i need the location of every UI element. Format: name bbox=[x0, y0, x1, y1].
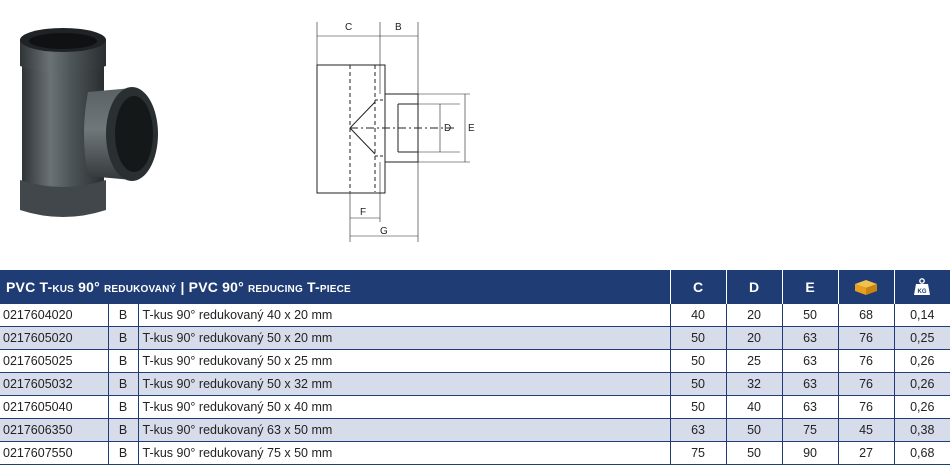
cell-c: 75 bbox=[670, 441, 727, 465]
cell-group: B bbox=[108, 304, 139, 327]
cell-e: 75 bbox=[782, 418, 839, 442]
cell-kg: 0,26 bbox=[894, 395, 950, 419]
dim-label-e: E bbox=[468, 123, 475, 134]
cell-kg: 0,26 bbox=[894, 372, 950, 396]
cell-qty: 45 bbox=[838, 418, 895, 442]
cell-group: B bbox=[108, 441, 139, 465]
cell-group: B bbox=[108, 372, 139, 396]
dim-label-c: C bbox=[345, 22, 352, 33]
weight-icon: KG bbox=[914, 278, 931, 295]
cell-c: 50 bbox=[670, 372, 727, 396]
cell-desc: T-kus 90° redukovaný 75 x 50 mm bbox=[138, 441, 671, 465]
cell-qty: 68 bbox=[838, 304, 895, 327]
dim-label-g: G bbox=[380, 226, 388, 237]
cell-desc: T-kus 90° redukovaný 63 x 50 mm bbox=[138, 418, 671, 442]
product-photo bbox=[20, 28, 158, 217]
cell-group: B bbox=[108, 395, 139, 419]
cell-qty: 76 bbox=[838, 395, 895, 419]
cell-e: 63 bbox=[782, 349, 839, 373]
dim-label-f: F bbox=[360, 207, 366, 218]
cell-d: 20 bbox=[726, 304, 783, 327]
title-en: PVC 90° reducing T-piece bbox=[188, 279, 351, 295]
cell-kg: 0,14 bbox=[894, 304, 950, 327]
cell-e: 63 bbox=[782, 326, 839, 350]
table-row: 0217605020 B T-kus 90° redukovaný 50 x 2… bbox=[0, 326, 950, 350]
col-header-weight: KG bbox=[894, 270, 950, 304]
cell-code: 0217605040 bbox=[0, 395, 109, 419]
cell-c: 50 bbox=[670, 395, 727, 419]
table-row: 0217607550 B T-kus 90° redukovaný 75 x 5… bbox=[0, 441, 950, 465]
table-row: 0217605025 B T-kus 90° redukovaný 50 x 2… bbox=[0, 349, 950, 373]
cell-kg: 0,68 bbox=[894, 441, 950, 465]
cell-desc: T-kus 90° redukovaný 40 x 20 mm bbox=[138, 304, 671, 327]
technical-drawing: C B D E F G bbox=[316, 22, 475, 242]
cell-c: 40 bbox=[670, 304, 727, 327]
cell-d: 50 bbox=[726, 441, 783, 465]
cell-code: 0217605025 bbox=[0, 349, 109, 373]
cell-e: 50 bbox=[782, 304, 839, 327]
cell-code: 0217607550 bbox=[0, 441, 109, 465]
cell-d: 32 bbox=[726, 372, 783, 396]
table-title: PVC T-kus 90° redukovaný | PVC 90° reduc… bbox=[0, 270, 671, 304]
cell-d: 50 bbox=[726, 418, 783, 442]
cell-c: 50 bbox=[670, 326, 727, 350]
cell-desc: T-kus 90° redukovaný 50 x 32 mm bbox=[138, 372, 671, 396]
cell-group: B bbox=[108, 349, 139, 373]
cell-desc: T-kus 90° redukovaný 50 x 40 mm bbox=[138, 395, 671, 419]
box-icon bbox=[855, 280, 878, 296]
title-cz: PVC T-kus 90° redukovaný bbox=[6, 279, 177, 295]
cell-qty: 76 bbox=[838, 349, 895, 373]
table-row: 0217604020 B T-kus 90° redukovaný 40 x 2… bbox=[0, 304, 950, 327]
table-row: 0217606350 B T-kus 90° redukovaný 63 x 5… bbox=[0, 418, 950, 442]
cell-group: B bbox=[108, 418, 139, 442]
table-header-row: PVC T-kus 90° redukovaný | PVC 90° reduc… bbox=[0, 270, 950, 304]
cell-code: 0217604020 bbox=[0, 304, 109, 327]
table-row: 0217605032 B T-kus 90° redukovaný 50 x 3… bbox=[0, 372, 950, 396]
cell-qty: 27 bbox=[838, 441, 895, 465]
cell-kg: 0,26 bbox=[894, 349, 950, 373]
cell-code: 0217605020 bbox=[0, 326, 109, 350]
col-header-e: E bbox=[782, 270, 839, 304]
cell-e: 90 bbox=[782, 441, 839, 465]
cell-code: 0217605032 bbox=[0, 372, 109, 396]
cell-kg: 0,38 bbox=[894, 418, 950, 442]
cell-code: 0217606350 bbox=[0, 418, 109, 442]
cell-desc: T-kus 90° redukovaný 50 x 25 mm bbox=[138, 349, 671, 373]
cell-e: 63 bbox=[782, 372, 839, 396]
weight-icon-label: KG bbox=[918, 289, 927, 295]
title-separator: | bbox=[180, 279, 185, 295]
cell-qty: 76 bbox=[838, 326, 895, 350]
col-header-c: C bbox=[670, 270, 727, 304]
product-table: PVC T-kus 90° redukovaný | PVC 90° reduc… bbox=[0, 270, 950, 465]
cell-e: 63 bbox=[782, 395, 839, 419]
cell-d: 20 bbox=[726, 326, 783, 350]
cell-c: 63 bbox=[670, 418, 727, 442]
cell-d: 40 bbox=[726, 395, 783, 419]
cell-group: B bbox=[108, 326, 139, 350]
table-row: 0217605040 B T-kus 90° redukovaný 50 x 4… bbox=[0, 395, 950, 419]
cell-d: 25 bbox=[726, 349, 783, 373]
cell-qty: 76 bbox=[838, 372, 895, 396]
col-header-d: D bbox=[726, 270, 783, 304]
col-header-package bbox=[838, 270, 895, 304]
cell-c: 50 bbox=[670, 349, 727, 373]
dim-label-d: D bbox=[444, 123, 451, 134]
cell-desc: T-kus 90° redukovaný 50 x 20 mm bbox=[138, 326, 671, 350]
dim-label-b: B bbox=[395, 22, 402, 33]
cell-kg: 0,25 bbox=[894, 326, 950, 350]
